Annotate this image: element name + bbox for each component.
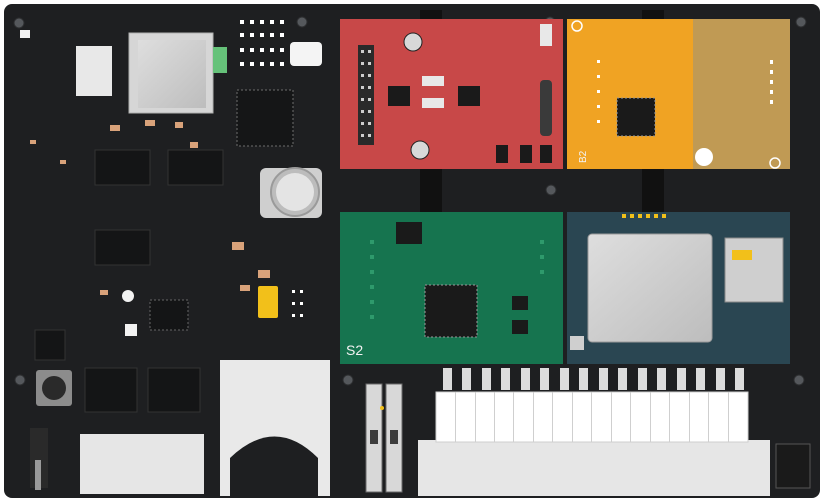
white-dot-orange: [695, 148, 713, 166]
mounting-holes: [13, 16, 807, 386]
module-label-s2: S2: [346, 342, 363, 358]
dip-switch: [365, 383, 403, 493]
pin-header-red: [358, 45, 374, 145]
bottom-ic-1: [84, 367, 138, 413]
green-led-array: [213, 47, 227, 73]
som-shield: [138, 40, 206, 108]
som-blue-shield: [587, 233, 713, 343]
capacitor-red-top: [403, 32, 423, 52]
capacitor-red-bottom: [410, 140, 430, 160]
coin-cell-battery: [260, 167, 322, 218]
processor-chip: [236, 89, 294, 147]
smd-components: [30, 120, 270, 295]
mounting-hole: [545, 184, 557, 196]
mounting-hole: [342, 374, 354, 386]
terminal-block: [418, 368, 770, 496]
module-red: [340, 19, 563, 169]
mounting-hole: [296, 16, 308, 28]
left-ics: [34, 149, 224, 361]
audio-jack: [30, 428, 48, 488]
ethernet-jack: [220, 360, 330, 496]
power-jack: [775, 443, 811, 489]
smd-white-parts: [20, 30, 137, 336]
tactile-button: [36, 370, 72, 406]
ic-green: [424, 284, 478, 338]
module-orange: B2: [567, 19, 790, 169]
ic-orange: [616, 97, 656, 137]
mounting-hole: [793, 374, 805, 386]
ic-red-2: [458, 86, 480, 106]
ic-red-1: [388, 86, 410, 106]
module-label-b2: B2: [578, 150, 589, 163]
mounting-hole: [13, 17, 25, 29]
pin-header-top: [240, 20, 284, 66]
blue-corner-pad: [570, 336, 584, 350]
bottom-ic-2: [147, 367, 201, 413]
rf-shield-small: [76, 46, 112, 96]
usb-connector: [80, 434, 204, 494]
module-blue: [567, 212, 790, 364]
red-side-connector: [540, 80, 552, 136]
small-header: [292, 290, 303, 317]
sd-card-slot: [724, 237, 784, 303]
module-green: S2: [340, 212, 563, 364]
mounting-hole: [795, 16, 807, 28]
mounting-hole: [14, 374, 26, 386]
yellow-capacitor: [258, 286, 278, 318]
module-orange-right-panel: [693, 19, 790, 169]
white-chip: [290, 42, 322, 66]
audio-jack-pin: [35, 460, 41, 490]
